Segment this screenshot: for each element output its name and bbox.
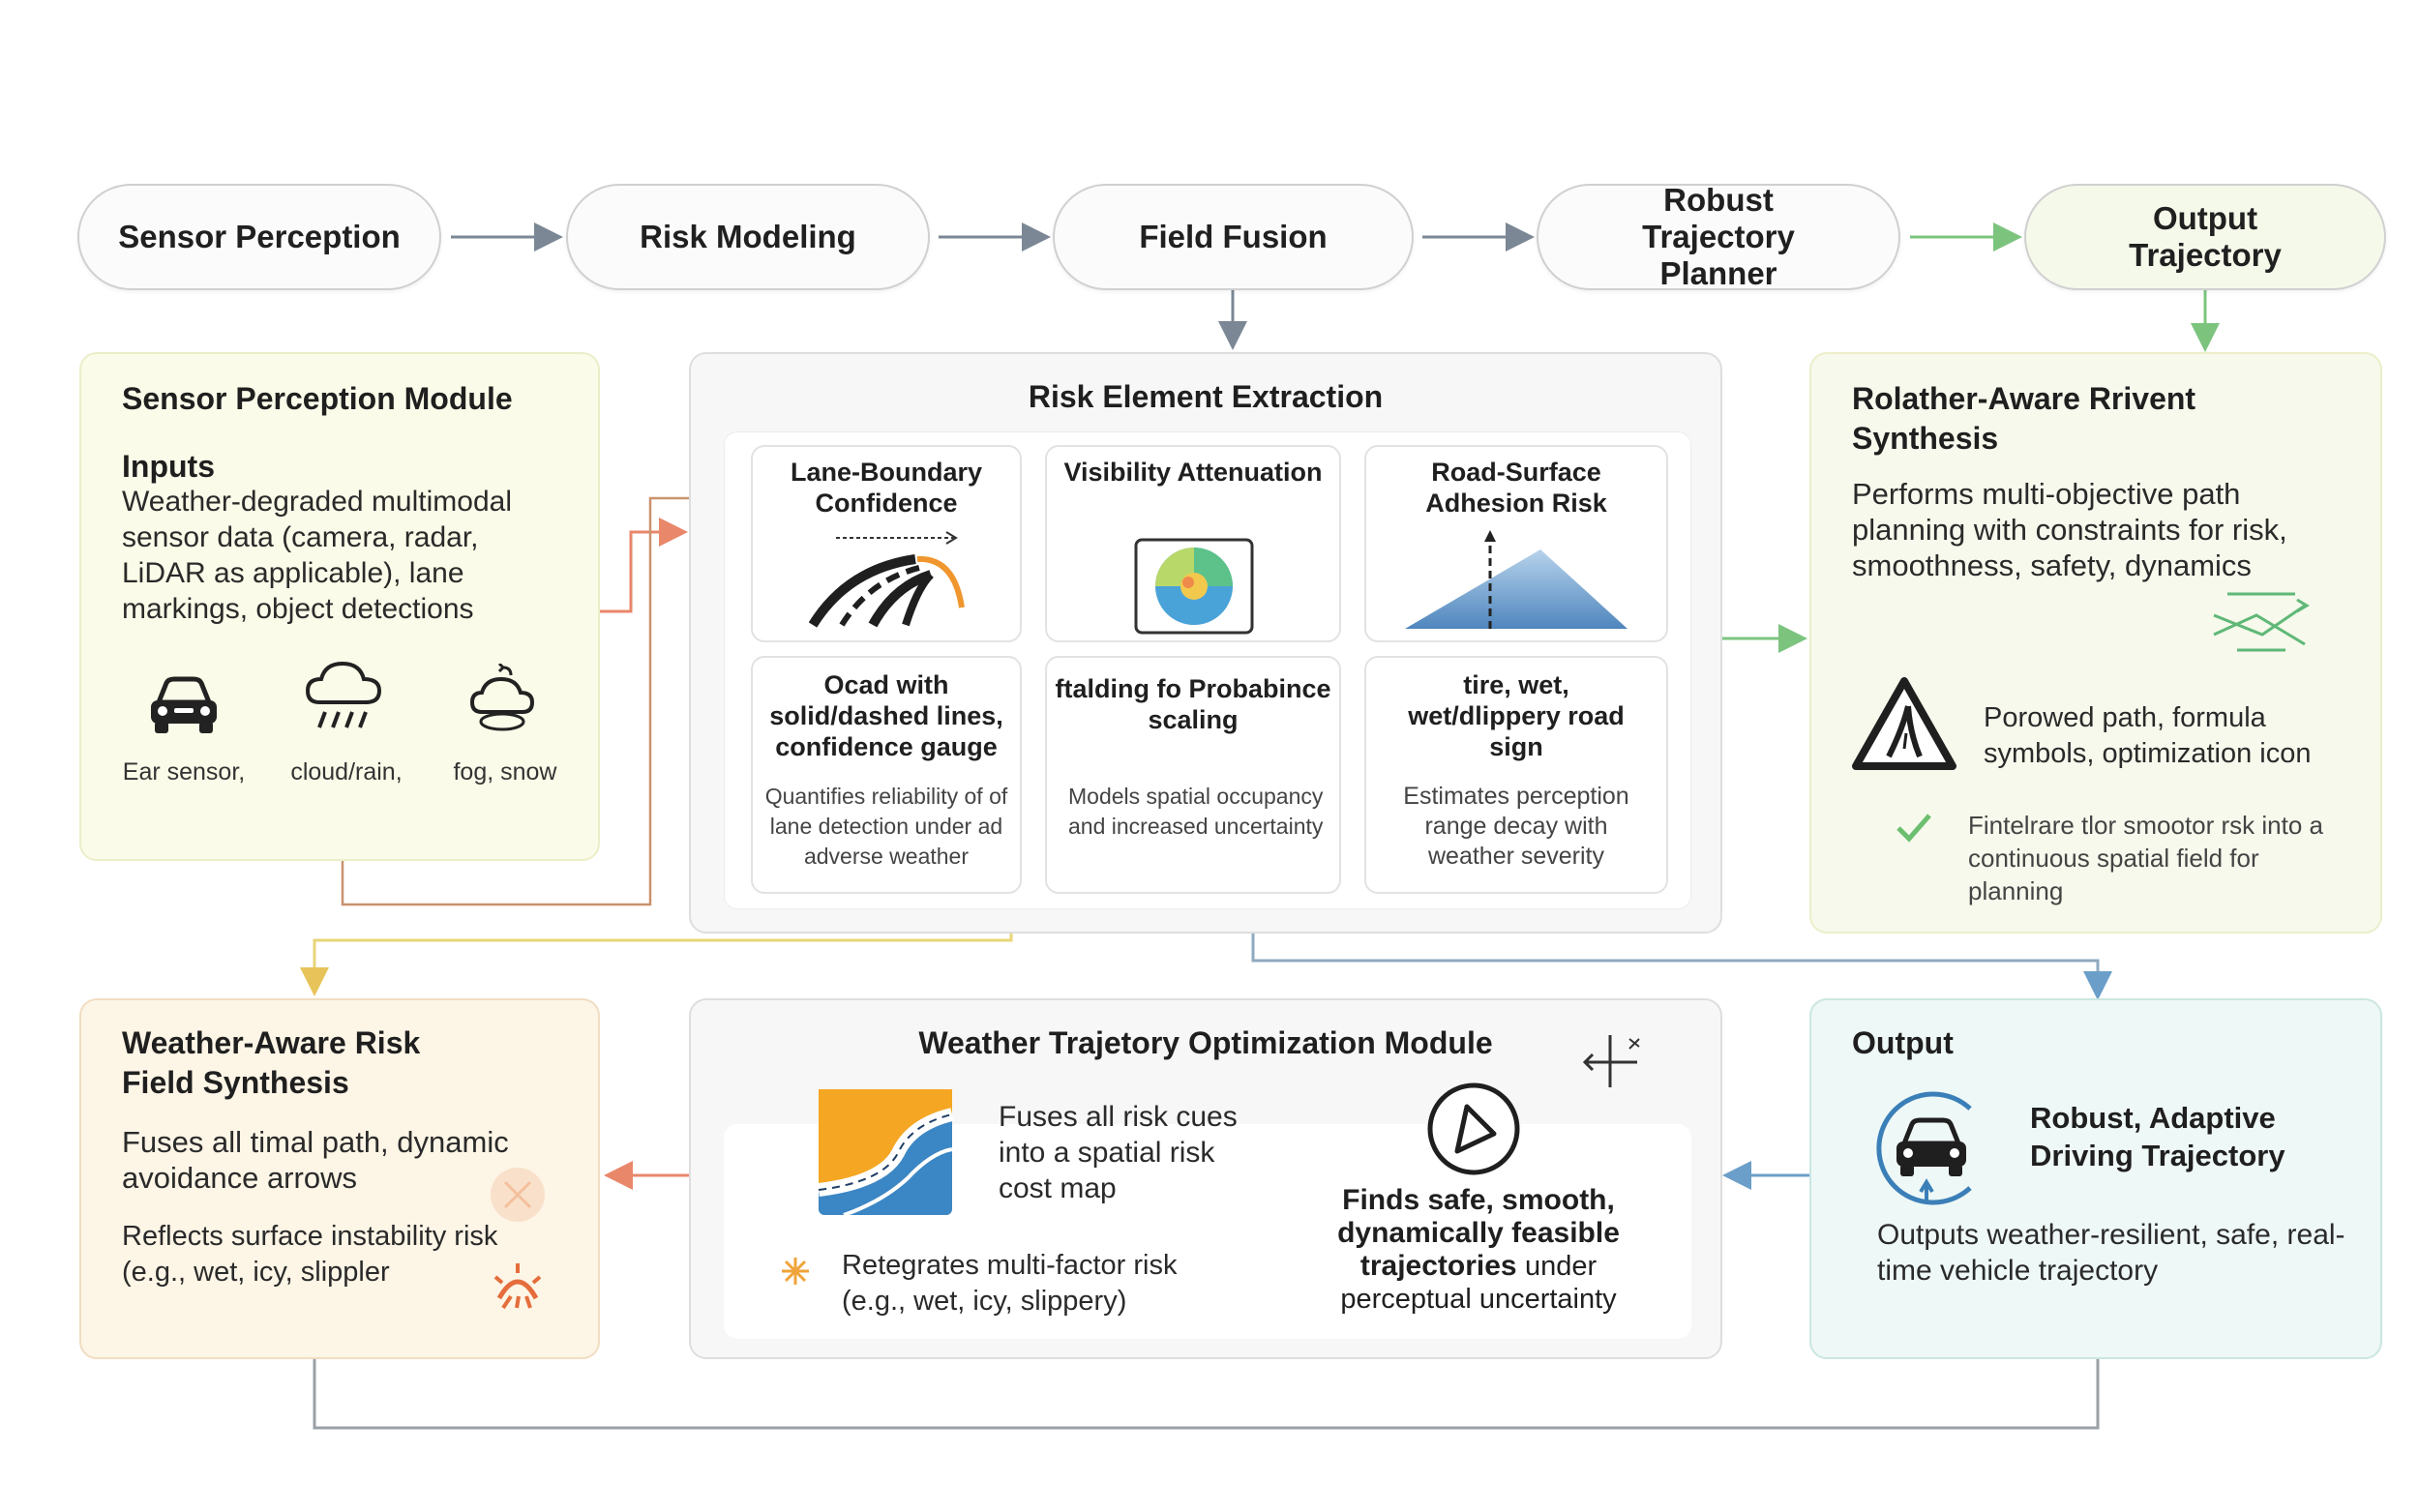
cloud-rain-label: cloud/rain, bbox=[290, 758, 403, 786]
card-visibility-attenuation: Visibility Attenuation bbox=[1045, 445, 1341, 642]
connector-extraction-to-output bbox=[1251, 934, 2112, 1000]
sensor-perception-module: Sensor Perception Module Inputs Weather-… bbox=[79, 352, 600, 861]
planner-module-text: Performs multi-objective path planning w… bbox=[1852, 477, 2287, 582]
navigation-text-rest: under perceptual uncertainty bbox=[1340, 1251, 1617, 1315]
pipeline-step-sensor-perception: Sensor Perception bbox=[77, 184, 441, 290]
output-module: Output Robust, Adaptive Driving Trajecto… bbox=[1809, 998, 2382, 1359]
weather-aware-planner-module: Rolather-Aware Rrivent Synthesis Perform… bbox=[1809, 352, 2382, 934]
risk-element-extraction-module: Risk Element Extraction Lane-Boundary Co… bbox=[689, 352, 1722, 934]
sensor-module-title: Sensor Perception Module bbox=[122, 381, 513, 416]
pipeline-step-field-fusion: Field Fusion bbox=[1053, 184, 1414, 290]
star-text: Retegrates multi-factor risk (e.g., wet,… bbox=[842, 1250, 1178, 1317]
output-headline: Robust, Adaptive Driving Trajectory bbox=[2030, 1101, 2285, 1172]
star-burst-icon bbox=[780, 1256, 811, 1291]
navigation-text-bold: Finds safe, smooth, dynamically feasible… bbox=[1337, 1184, 1620, 1282]
risk-field-title: Weather-Aware Risk Field Synthesis bbox=[122, 1025, 421, 1100]
car-trajectory-icon bbox=[1864, 1085, 1989, 1216]
card-road-surface-adhesion: Road-Surface Adhesion Risk bbox=[1364, 445, 1668, 642]
heat-glow-icon bbox=[486, 1163, 550, 1231]
path-optimization-icon bbox=[2208, 586, 2314, 659]
planner-check-text: Fintelrare tlor smootor rsk into a conti… bbox=[1968, 811, 2324, 905]
lane-road-icon bbox=[808, 530, 968, 634]
risk-field-text-1: Fuses all timal path, dynamic avoidance … bbox=[122, 1125, 509, 1195]
navigation-icon bbox=[1424, 1080, 1523, 1183]
car-sensor-label: Ear sensor, bbox=[122, 758, 246, 786]
planner-module-title: Rolather-Aware Rrivent Synthesis bbox=[1852, 381, 2196, 456]
fog-snow-icon bbox=[468, 662, 536, 738]
checkmark-icon bbox=[1895, 811, 1933, 848]
inputs-heading: Inputs bbox=[122, 449, 215, 484]
planner-icon-text: Porowed path, formula symbols, optimizat… bbox=[1984, 702, 2312, 769]
slippery-surface-icon bbox=[488, 1260, 548, 1317]
weather-aware-risk-field-module: Weather-Aware Risk Field Synthesis Fuses… bbox=[79, 998, 600, 1359]
adhesion-surface-icon bbox=[1395, 528, 1637, 637]
weather-trajectory-optimization-module: Weather Trajetory Optimization Module Fu… bbox=[689, 998, 1722, 1359]
card-lane-detection-reliability: Ocad with solid/dashed lines, confidence… bbox=[751, 656, 1022, 894]
connector-sensor-bottom-loop bbox=[341, 496, 689, 906]
fog-snow-label: fog, snow bbox=[453, 758, 557, 786]
connector-bottom-feedback bbox=[313, 1359, 2100, 1430]
card-wet-slippery-road: tire, wet, wet/dlippery road sign Estima… bbox=[1364, 656, 1668, 894]
cloud-rain-icon bbox=[304, 660, 383, 738]
connector-sensor-to-extraction bbox=[600, 518, 688, 613]
visibility-heatmap-icon bbox=[1132, 536, 1256, 641]
road-warning-sign-icon bbox=[1850, 675, 1958, 777]
navigation-text: Finds safe, smooth, dynamically feasible… bbox=[1304, 1184, 1653, 1316]
risk-map-icon bbox=[815, 1085, 956, 1224]
risk-field-text-2: Reflects surface instability risk (e.g.,… bbox=[122, 1221, 498, 1288]
map-text: Fuses all risk cues into a spatial risk … bbox=[999, 1101, 1238, 1204]
pipeline-step-risk-modeling: Risk Modeling bbox=[566, 184, 930, 290]
card-lane-boundary-confidence: Lane-Boundary Confidence bbox=[751, 445, 1022, 642]
pipeline-step-output-trajectory: Output Trajectory bbox=[2024, 184, 2386, 290]
output-text: Outputs weather-resilient, safe, real-ti… bbox=[1877, 1219, 2345, 1287]
card-probability-scaling: ftalding fo Probabince scaling Models sp… bbox=[1045, 656, 1341, 894]
optimization-title: Weather Trajetory Optimization Module bbox=[918, 1025, 1493, 1060]
risk-extraction-title: Risk Element Extraction bbox=[1028, 379, 1384, 414]
pipeline-step-robust-planner: Robust Trajectory Planner bbox=[1537, 182, 1900, 291]
inputs-text: Weather-degraded multimodal sensor data … bbox=[122, 486, 512, 625]
car-icon bbox=[145, 673, 223, 740]
output-title: Output bbox=[1852, 1025, 1954, 1060]
target-crosshair-icon bbox=[1579, 1027, 1651, 1096]
